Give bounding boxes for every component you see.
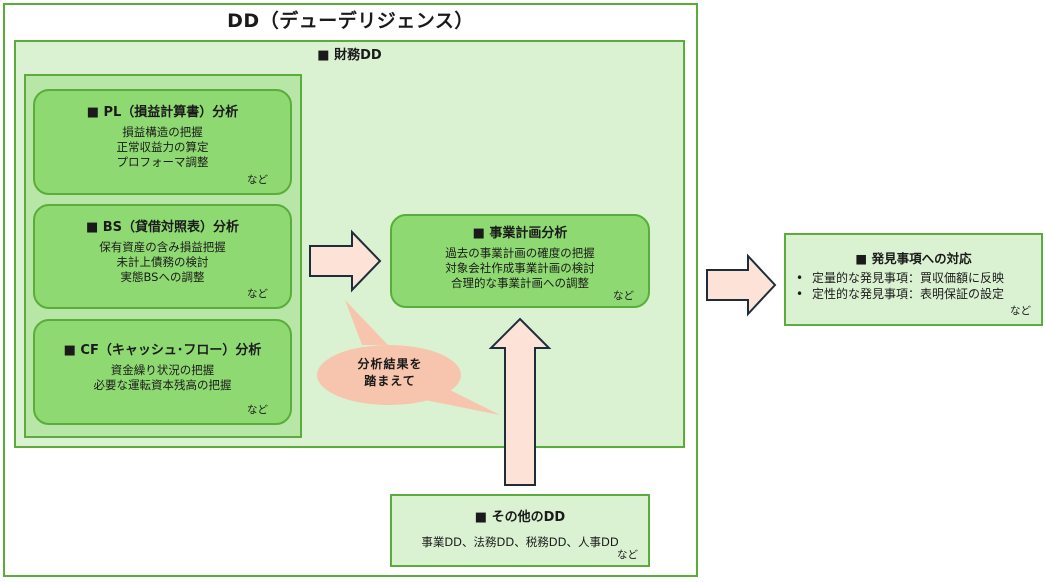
etc-label: など	[247, 174, 268, 186]
callout-ellipse	[317, 345, 461, 405]
list-item: 未計上債務の検討	[116, 255, 209, 269]
up-arrow-icon	[488, 317, 552, 486]
dd-title: DD（デューデリジェンス）	[227, 10, 474, 32]
cf-analysis-card: ■ CF（キャッシュ･フロー）分析 資金繰り状況の把握 必要な運転資本残高の把握…	[33, 319, 292, 425]
findings-response-box: ■ 発見事項への対応 定量的な発見事項：買収価額に反映 定性的な発見事項：表明保…	[784, 233, 1043, 326]
other-dd-title: ■ その他のDD	[474, 510, 566, 525]
bs-analysis-card: ■ BS（貸借対照表）分析 保有資産の含み損益把握 未計上債務の検討 実態BSへ…	[33, 204, 292, 309]
right-arrow-icon	[309, 229, 382, 293]
list-item: 資金繰り状況の把握	[110, 363, 215, 377]
cf-analysis-title: ■ CF（キャッシュ･フロー）分析	[63, 343, 262, 358]
list-item: 実態BSへの調整	[120, 270, 205, 284]
list-item: 正常収益力の算定	[116, 140, 209, 154]
pl-analysis-title: ■ PL（損益計算書）分析	[86, 105, 239, 120]
financial-dd-title: ■ 財務DD	[317, 48, 382, 63]
callout-tail	[345, 300, 388, 345]
callout-bubble	[317, 300, 500, 415]
business-plan-analysis-title: ■ 事業計画分析	[472, 226, 568, 241]
list-item: 対象会社作成事業計画の検討	[445, 261, 595, 275]
other-dd-items: 事業DD、法務DD、税務DD、人事DD	[421, 535, 619, 549]
list-item: 必要な運転資本残高の把握	[93, 378, 232, 392]
list-item: 保有資産の含み損益把握	[99, 240, 226, 254]
list-item: プロフォーマ調整	[116, 155, 209, 169]
etc-label: など	[613, 290, 634, 302]
list-item: 定性的な発見事項：表明保証の設定	[796, 286, 1041, 302]
etc-label: など	[617, 549, 638, 561]
etc-label: など	[247, 404, 268, 416]
bs-analysis-title: ■ BS（貸借対照表）分析	[85, 220, 240, 235]
callout-text: 分析結果を 踏まえて	[330, 356, 450, 390]
list-item: 合理的な事業計画への調整	[451, 276, 589, 290]
etc-label: など	[247, 288, 268, 300]
list-item: 損益構造の把握	[122, 125, 203, 139]
callout-line: 分析結果を	[357, 357, 423, 371]
list-item: 過去の事業計画の確度の把握	[445, 246, 595, 260]
etc-label: など	[1010, 305, 1031, 317]
list-item: 定量的な発見事項：買収価額に反映	[796, 270, 1041, 286]
callout-line: 踏まえて	[364, 374, 416, 388]
other-dd-box: ■ その他のDD 事業DD、法務DD、税務DD、人事DD など	[390, 494, 650, 567]
right-arrow-icon	[706, 253, 777, 317]
pl-analysis-card: ■ PL（損益計算書）分析 損益構造の把握 正常収益力の算定 プロフォーマ調整 …	[33, 89, 292, 195]
findings-response-title: ■ 発見事項への対応	[855, 251, 972, 266]
business-plan-analysis-card: ■ 事業計画分析 過去の事業計画の確度の把握 対象会社作成事業計画の検討 合理的…	[390, 214, 650, 308]
